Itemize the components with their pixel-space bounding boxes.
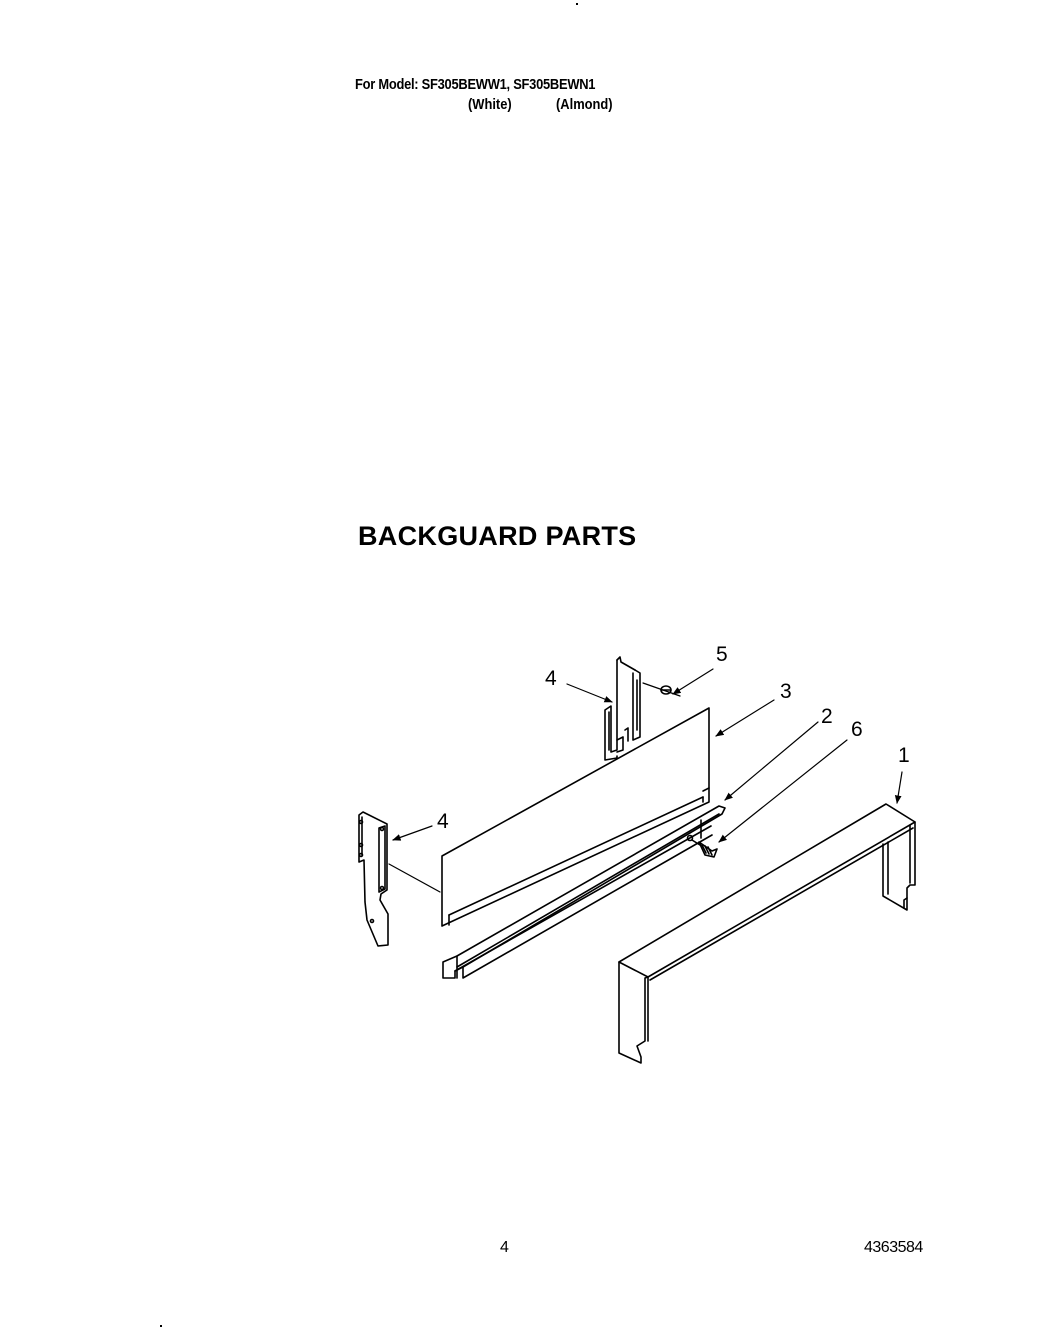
model-numbers: For Model: SF305BEWW1, SF305BEWN1 — [355, 76, 596, 93]
callout-5: 5 — [716, 643, 728, 666]
color-label-almond: (Almond) — [556, 96, 613, 113]
section-title: BACKGUARD PARTS — [358, 521, 637, 551]
scan-speck — [576, 3, 578, 5]
callout-4-lower: 4 — [437, 810, 449, 833]
page-number: 4 — [500, 1239, 509, 1256]
backguard-frame-drawing — [618, 803, 916, 1064]
color-label-white: (White) — [468, 96, 512, 113]
callout-1: 1 — [898, 744, 910, 767]
screw-spring-6-drawing — [686, 834, 718, 858]
callout-2: 2 — [821, 705, 833, 728]
callout-3: 3 — [780, 680, 792, 703]
leader-lines — [392, 668, 903, 843]
end-bracket-right-drawing — [604, 656, 641, 761]
scan-speck — [160, 1325, 162, 1327]
document-number: 4363584 — [864, 1239, 923, 1256]
trim-strip-drawing — [442, 805, 726, 979]
end-bracket-left-drawing — [358, 811, 389, 947]
callout-4-upper: 4 — [545, 667, 557, 690]
callout-6: 6 — [851, 718, 863, 741]
backguard-panel-drawing — [441, 707, 710, 927]
